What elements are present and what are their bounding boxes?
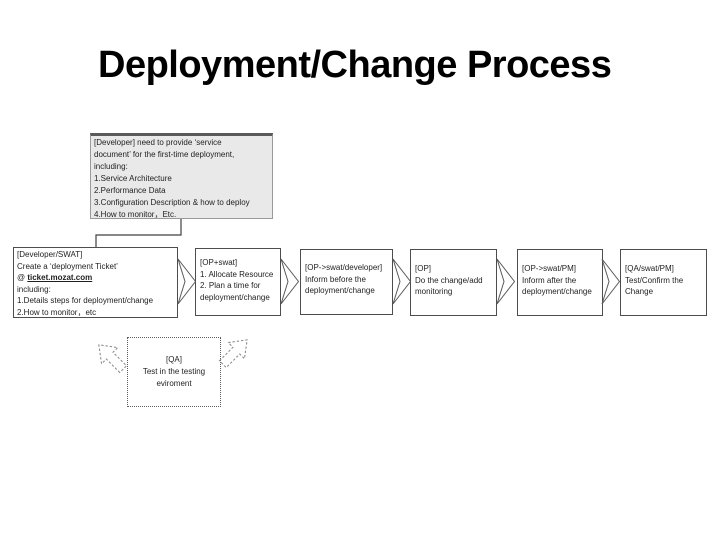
qa-testing-box: [QA] Test in the testing eviroment (127, 337, 221, 407)
chevron-arrow-icon (392, 258, 412, 305)
service-document-note-box: [Developer] need to provide ‘service doc… (90, 133, 273, 219)
ticket-link-line: @ ticket.mozat.com (17, 272, 174, 284)
flow-box-test-confirm: [QA/swat/PM] Test/Confirm the Change (620, 249, 707, 316)
page-title: Deployment/Change Process (98, 44, 612, 86)
dashed-arrow-up-left-icon (98, 344, 128, 374)
chevron-arrow-icon (177, 258, 197, 305)
chevron-arrow-icon (496, 258, 516, 305)
flow-box-allocate-resource: [OP+swat] 1. Allocate Resource 2. Plan a… (195, 248, 281, 316)
dashed-arrow-up-right-icon (218, 339, 248, 369)
chevron-arrow-icon (280, 258, 300, 305)
chevron-arrow-icon (601, 258, 621, 305)
link-prefix: @ (17, 273, 28, 282)
flow-box-do-change: [OP] Do the change/add monitoring (410, 249, 497, 316)
ticket-site-link[interactable]: ticket.mozat.com (27, 273, 93, 282)
flow-box-inform-before: [OP->swat/developer] Inform before the d… (300, 249, 393, 315)
flow-box-inform-after: [OP->swat/PM] Inform after the deploymen… (517, 249, 603, 316)
deployment-ticket-box: [Developer/SWAT] Create a ‘deployment Ti… (13, 247, 178, 318)
